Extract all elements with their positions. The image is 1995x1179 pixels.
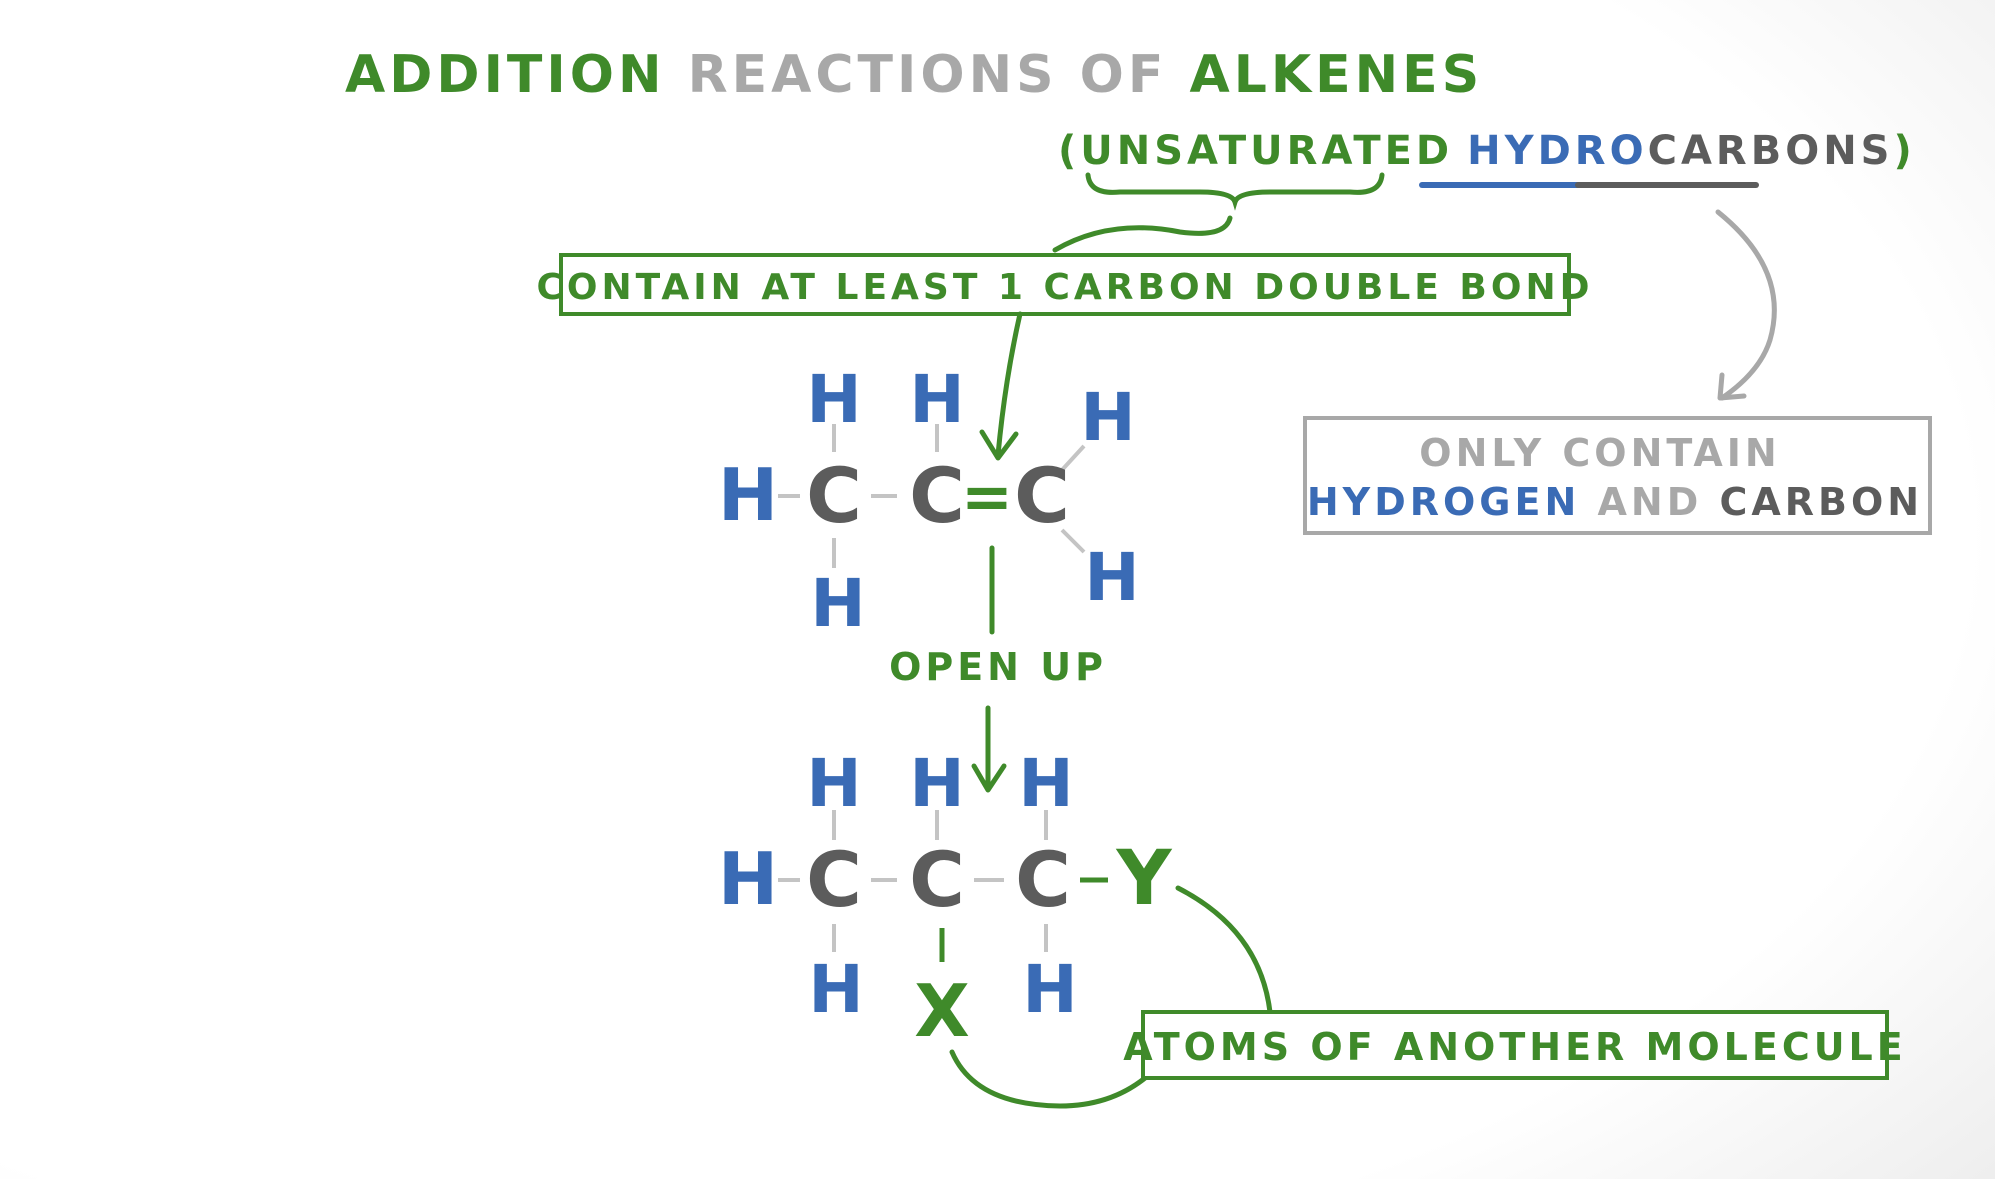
double-bond-box-label: CONTAIN AT LEAST 1 CARBON DOUBLE BOND	[537, 267, 1594, 308]
bond	[1060, 528, 1086, 554]
carbon-atom: C	[909, 451, 965, 540]
x-connector-curve	[949, 1049, 1148, 1109]
only-contain-and: AND	[1580, 480, 1719, 524]
hydrogen-atom: H	[806, 361, 861, 438]
carbon-atom: C	[806, 835, 862, 924]
hydrogen-atom: H	[1084, 539, 1139, 616]
subtitle-carbons: CARBONS	[1648, 128, 1894, 174]
page-title: ADDITION REACTIONS OF ALKENES	[345, 45, 1483, 105]
carbon-atom: C	[909, 835, 965, 924]
another-molecule-label: ATOMS OF ANOTHER MOLECULE	[1123, 1025, 1906, 1069]
carbon-atom: C	[1015, 835, 1071, 924]
hydrogen-atom: H	[810, 565, 865, 642]
y-atom: Y	[1115, 833, 1172, 922]
hydrogen-atom: H	[1018, 745, 1073, 822]
hydrogen-atom: H	[1080, 379, 1135, 456]
double-bond-box	[559, 253, 1571, 316]
open-up-arrowhead	[971, 763, 1007, 793]
another-molecule-box	[1141, 1010, 1889, 1080]
hydrogen-atom: H	[718, 837, 778, 921]
hydrogen-atom: H	[808, 951, 863, 1028]
title-alkenes: ALKENES	[1189, 45, 1483, 105]
hydrogen-atom: H	[806, 745, 861, 822]
subtitle: (UNSATURATED HYDROCARBONS)	[1058, 128, 1916, 174]
hydrogen-atom: H	[1022, 951, 1077, 1028]
brace-connector	[1052, 215, 1233, 253]
carbon-atom: C	[806, 451, 862, 540]
hydrogen-atom: H	[718, 453, 778, 537]
alkene-molecule: H H H H C C = C H H	[718, 361, 1140, 642]
hydrocarbons-arrowhead	[1717, 372, 1747, 401]
y-connector-curve	[1175, 885, 1273, 1015]
subtitle-close-paren: )	[1893, 128, 1915, 174]
bond	[1060, 444, 1086, 472]
x-atom: X	[914, 969, 970, 1053]
title-reactions-of: REACTIONS OF	[665, 45, 1189, 105]
carbon-atom: C	[1014, 451, 1070, 540]
only-contain-line2: HYDROGEN AND CARBON	[1307, 480, 1923, 524]
subtitle-unsaturated: UNSATURATED	[1080, 128, 1453, 174]
open-up-label: OPEN UP	[889, 645, 1107, 689]
only-contain-hydrogen: HYDROGEN	[1307, 480, 1580, 524]
subtitle-open-paren: (	[1058, 128, 1080, 174]
box-to-bond-arrow	[995, 311, 1023, 458]
subtitle-hydro: HYDRO	[1467, 128, 1647, 174]
only-contain-box	[1303, 416, 1932, 535]
hydrogen-atom: H	[909, 745, 964, 822]
only-contain-line1: ONLY CONTAIN	[1419, 431, 1780, 475]
only-contain-carbon: CARBON	[1719, 480, 1923, 524]
double-bond-symbol: =	[961, 460, 1013, 533]
box-to-bond-arrowhead	[979, 429, 1019, 461]
hydrogen-atom: H	[909, 361, 964, 438]
hydrocarbons-arrow	[1715, 209, 1777, 401]
unsaturated-brace	[1085, 172, 1385, 211]
addition-product-molecule: H H H H C C C Y H X H	[718, 745, 1173, 1053]
title-addition: ADDITION	[345, 45, 665, 105]
